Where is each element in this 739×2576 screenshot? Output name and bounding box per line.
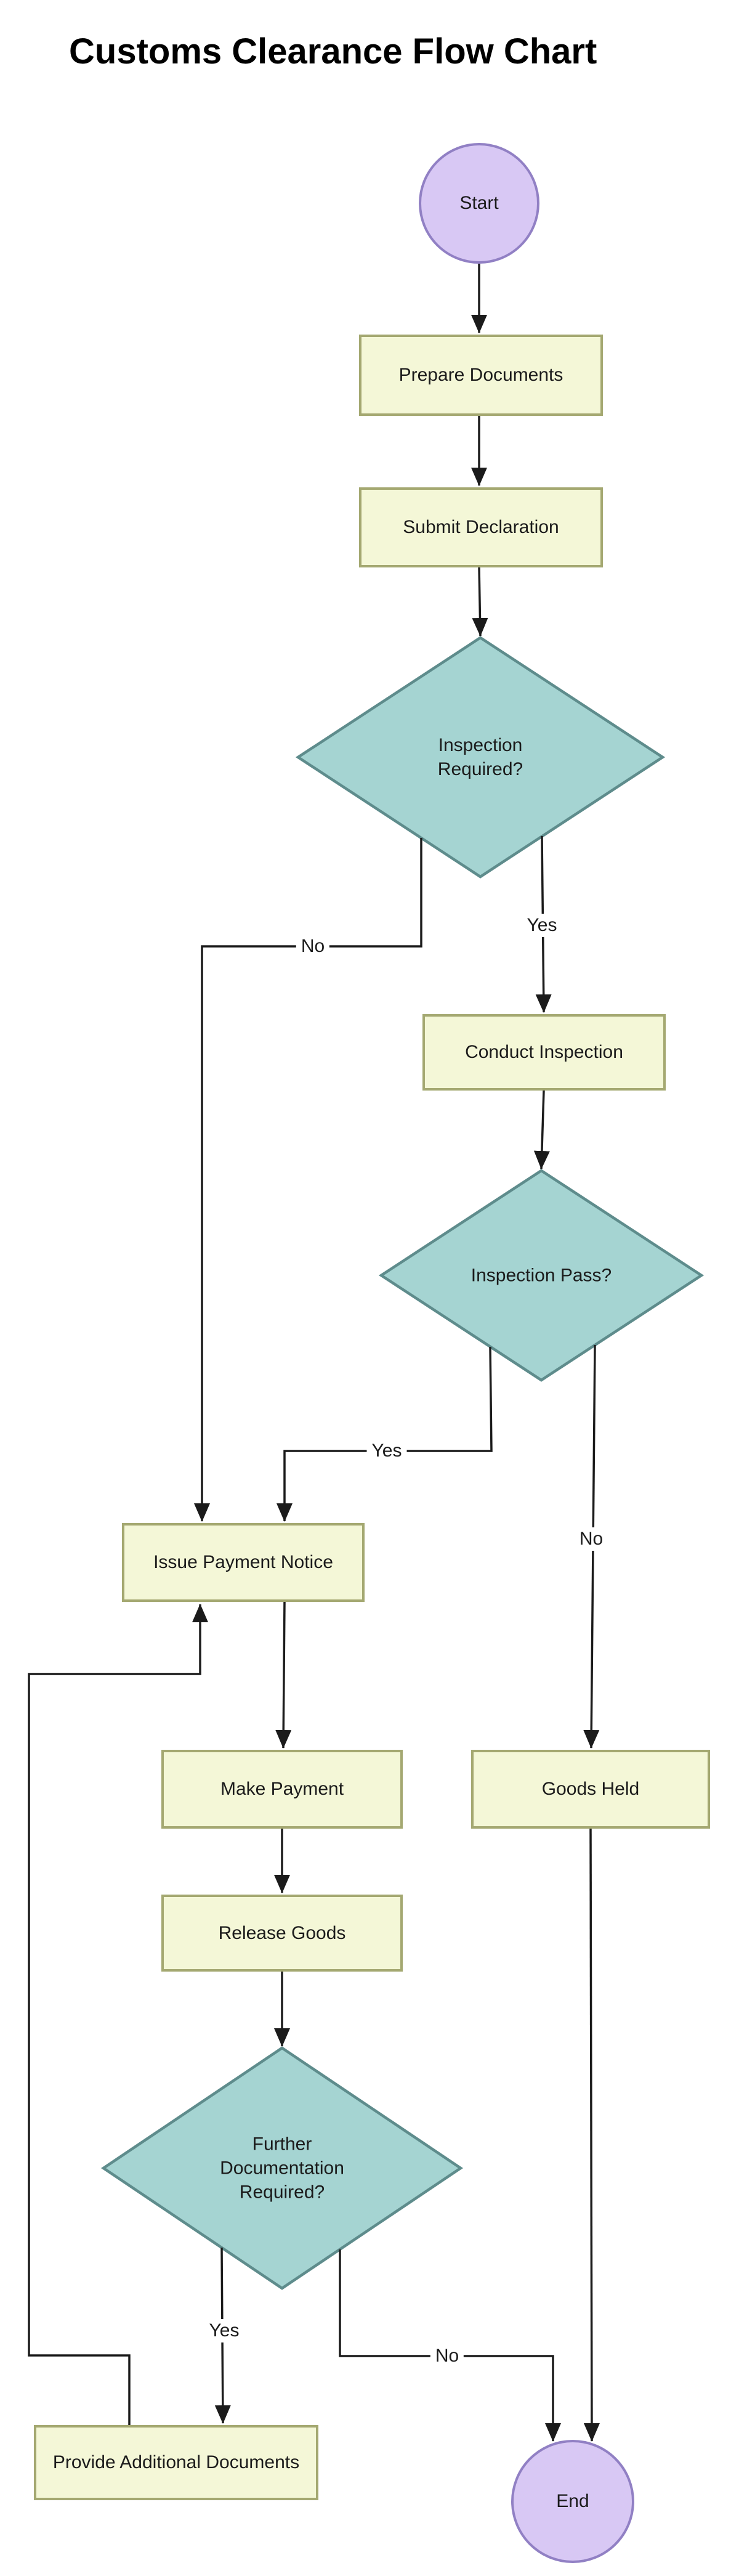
node-inspection-pass-label: Inspection Pass?	[470, 1265, 612, 1286]
page-title: Customs Clearance Flow Chart	[69, 31, 597, 71]
node-provide-additional-documents: Provide Additional Documents	[34, 2425, 318, 2500]
node-issue-payment-notice-label: Issue Payment Notice	[153, 1552, 333, 1573]
node-release-goods-label: Release Goods	[218, 1922, 346, 1943]
node-prepare-documents-label: Prepare Documents	[398, 365, 563, 386]
node-make-payment: Make Payment	[161, 1750, 403, 1829]
node-release-goods: Release Goods	[161, 1895, 403, 1972]
decision-shape-further-documentation	[100, 2046, 464, 2290]
decision-shape-inspection-required	[295, 636, 666, 879]
node-submit-declaration: Submit Declaration	[359, 487, 603, 567]
node-make-payment-label: Make Payment	[220, 1779, 344, 1800]
edge-submit-declaration-to-inspection-required	[472, 567, 488, 636]
node-inspection-required-label: Inspection Required?	[437, 735, 523, 779]
edge-label-further-documentation-yes: Yes	[204, 2319, 244, 2342]
edge-provide-additional-documents-to-issue-payment-notice	[28, 1604, 208, 2425]
edge-label-further-documentation-no: No	[430, 2344, 464, 2368]
edge-label-inspection-pass-yes: Yes	[366, 1439, 407, 1463]
edge-label-inspection-required-no: No	[296, 935, 330, 958]
node-start-label: Start	[459, 193, 499, 214]
node-further-documentation-label: Further Documentation Required?	[220, 2134, 344, 2203]
edge-inspection-pass-yes-to-issue-payment-notice	[277, 1346, 493, 1522]
node-conduct-inspection-label: Conduct Inspection	[465, 1042, 623, 1063]
edge-label-inspection-pass-no: No	[574, 1527, 608, 1551]
node-issue-payment-notice: Issue Payment Notice	[122, 1523, 365, 1602]
edge-label-inspection-required-yes: Yes	[522, 914, 562, 937]
decision-shape-inspection-pass	[378, 1169, 705, 1382]
edge-issue-payment-notice-to-make-payment	[275, 1601, 292, 1749]
node-provide-additional-documents-label: Provide Additional Documents	[52, 2452, 300, 2473]
node-prepare-documents: Prepare Documents	[359, 335, 603, 416]
node-end: End	[511, 2440, 634, 2563]
node-submit-declaration-label: Submit Declaration	[403, 517, 559, 538]
node-goods-held-label: Goods Held	[541, 1779, 640, 1800]
edge-conduct-inspection-to-inspection-pass	[533, 1090, 550, 1169]
node-end-label: End	[556, 2491, 589, 2512]
node-goods-held: Goods Held	[471, 1750, 710, 1829]
node-start: Start	[419, 143, 539, 264]
node-conduct-inspection: Conduct Inspection	[422, 1014, 666, 1091]
edge-goods-held-to-end	[583, 1828, 600, 2442]
